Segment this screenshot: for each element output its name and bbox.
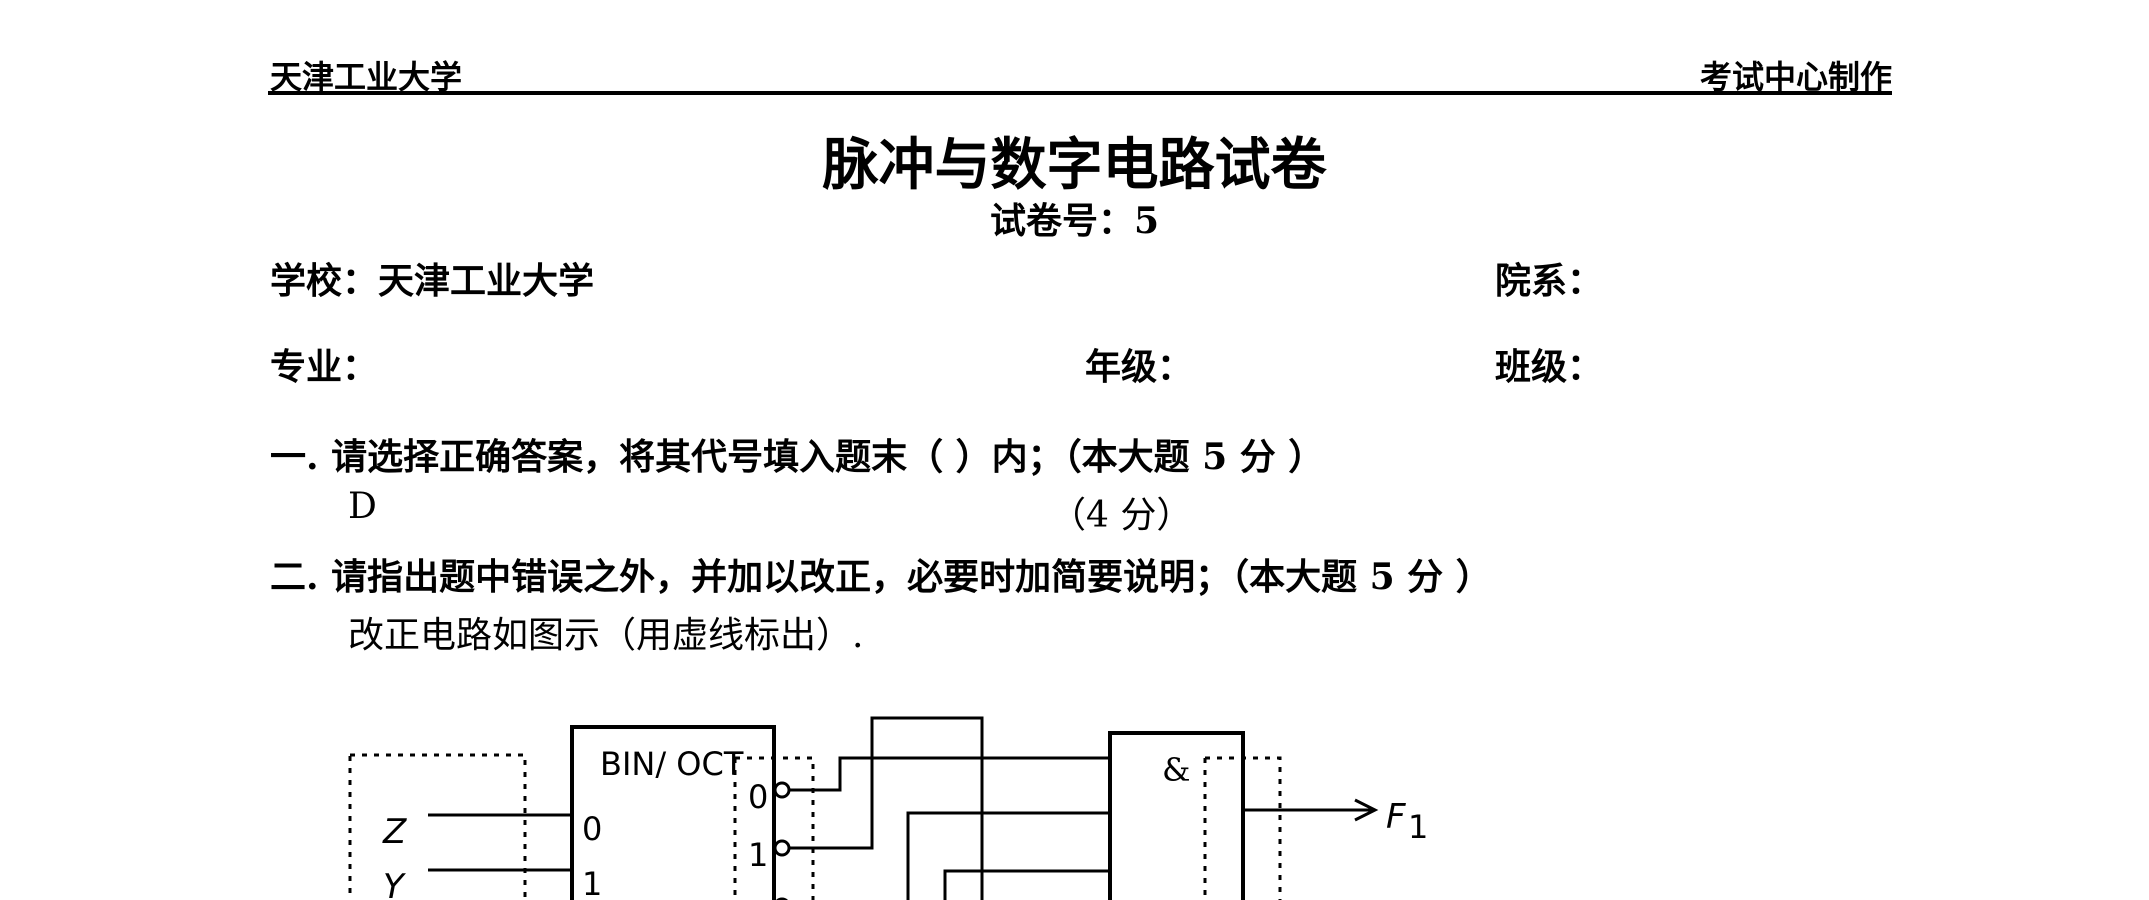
decoder-output-0: 0 [748, 778, 768, 816]
page-title: 脉冲与数字电路试卷 [822, 133, 1327, 198]
decoder-output-1: 1 [748, 836, 768, 874]
gate-symbol: & [1162, 751, 1190, 789]
wire-gate-in-3 [943, 869, 1110, 900]
input-var-z: Z [382, 812, 407, 852]
field-department: 院系： [1495, 260, 1604, 302]
decoder-input-1: 1 [582, 865, 602, 900]
dotted-input-box [348, 753, 527, 900]
paper-number: 试卷号：5 [989, 200, 1160, 242]
decoder-input-0: 0 [582, 810, 602, 848]
bubble-out-1 [773, 839, 791, 857]
and-gate-box [1108, 731, 1245, 900]
bubble-out-0 [773, 781, 791, 799]
decoder-label: BIN/ OCT [600, 745, 744, 783]
decoder-output-2: 2 [748, 894, 768, 900]
wire-out-0 [789, 756, 1110, 792]
question-1-heading: 一. 请选择正确答案，将其代号填入题末（ ）内；（本大题 5 分 ） [270, 436, 1325, 478]
question-2-answer: 改正电路如图示（用虚线标出）. [348, 615, 864, 656]
field-school: 学校：天津工业大学 [270, 260, 595, 302]
question-1-score: （4 分） [1050, 495, 1193, 536]
output-subscript: 1 [1408, 808, 1428, 846]
field-major: 专业： [270, 346, 379, 388]
wire-out-1 [789, 716, 984, 900]
wire-gate-in-2 [906, 811, 1110, 900]
decoder-box [570, 725, 776, 900]
input-var-y: Y [383, 867, 406, 900]
header-rule [268, 91, 1892, 95]
question-2-heading: 二. 请指出题中错误之外，并加以改正，必要时加简要说明；（本大题 5 分 ） [270, 556, 1492, 598]
dotted-output-box [735, 756, 815, 900]
dotted-gate-box [1205, 756, 1282, 900]
question-1-answer: D [348, 486, 377, 527]
output-arrow [1354, 798, 1379, 822]
field-class: 班级： [1495, 346, 1604, 388]
header-university: 天津工业大学 [270, 58, 463, 96]
field-grade: 年级： [1085, 346, 1194, 388]
header-maker: 考试中心制作 [1699, 58, 1892, 96]
bubble-out-2 [775, 897, 789, 900]
output-name: F [1386, 797, 1406, 837]
